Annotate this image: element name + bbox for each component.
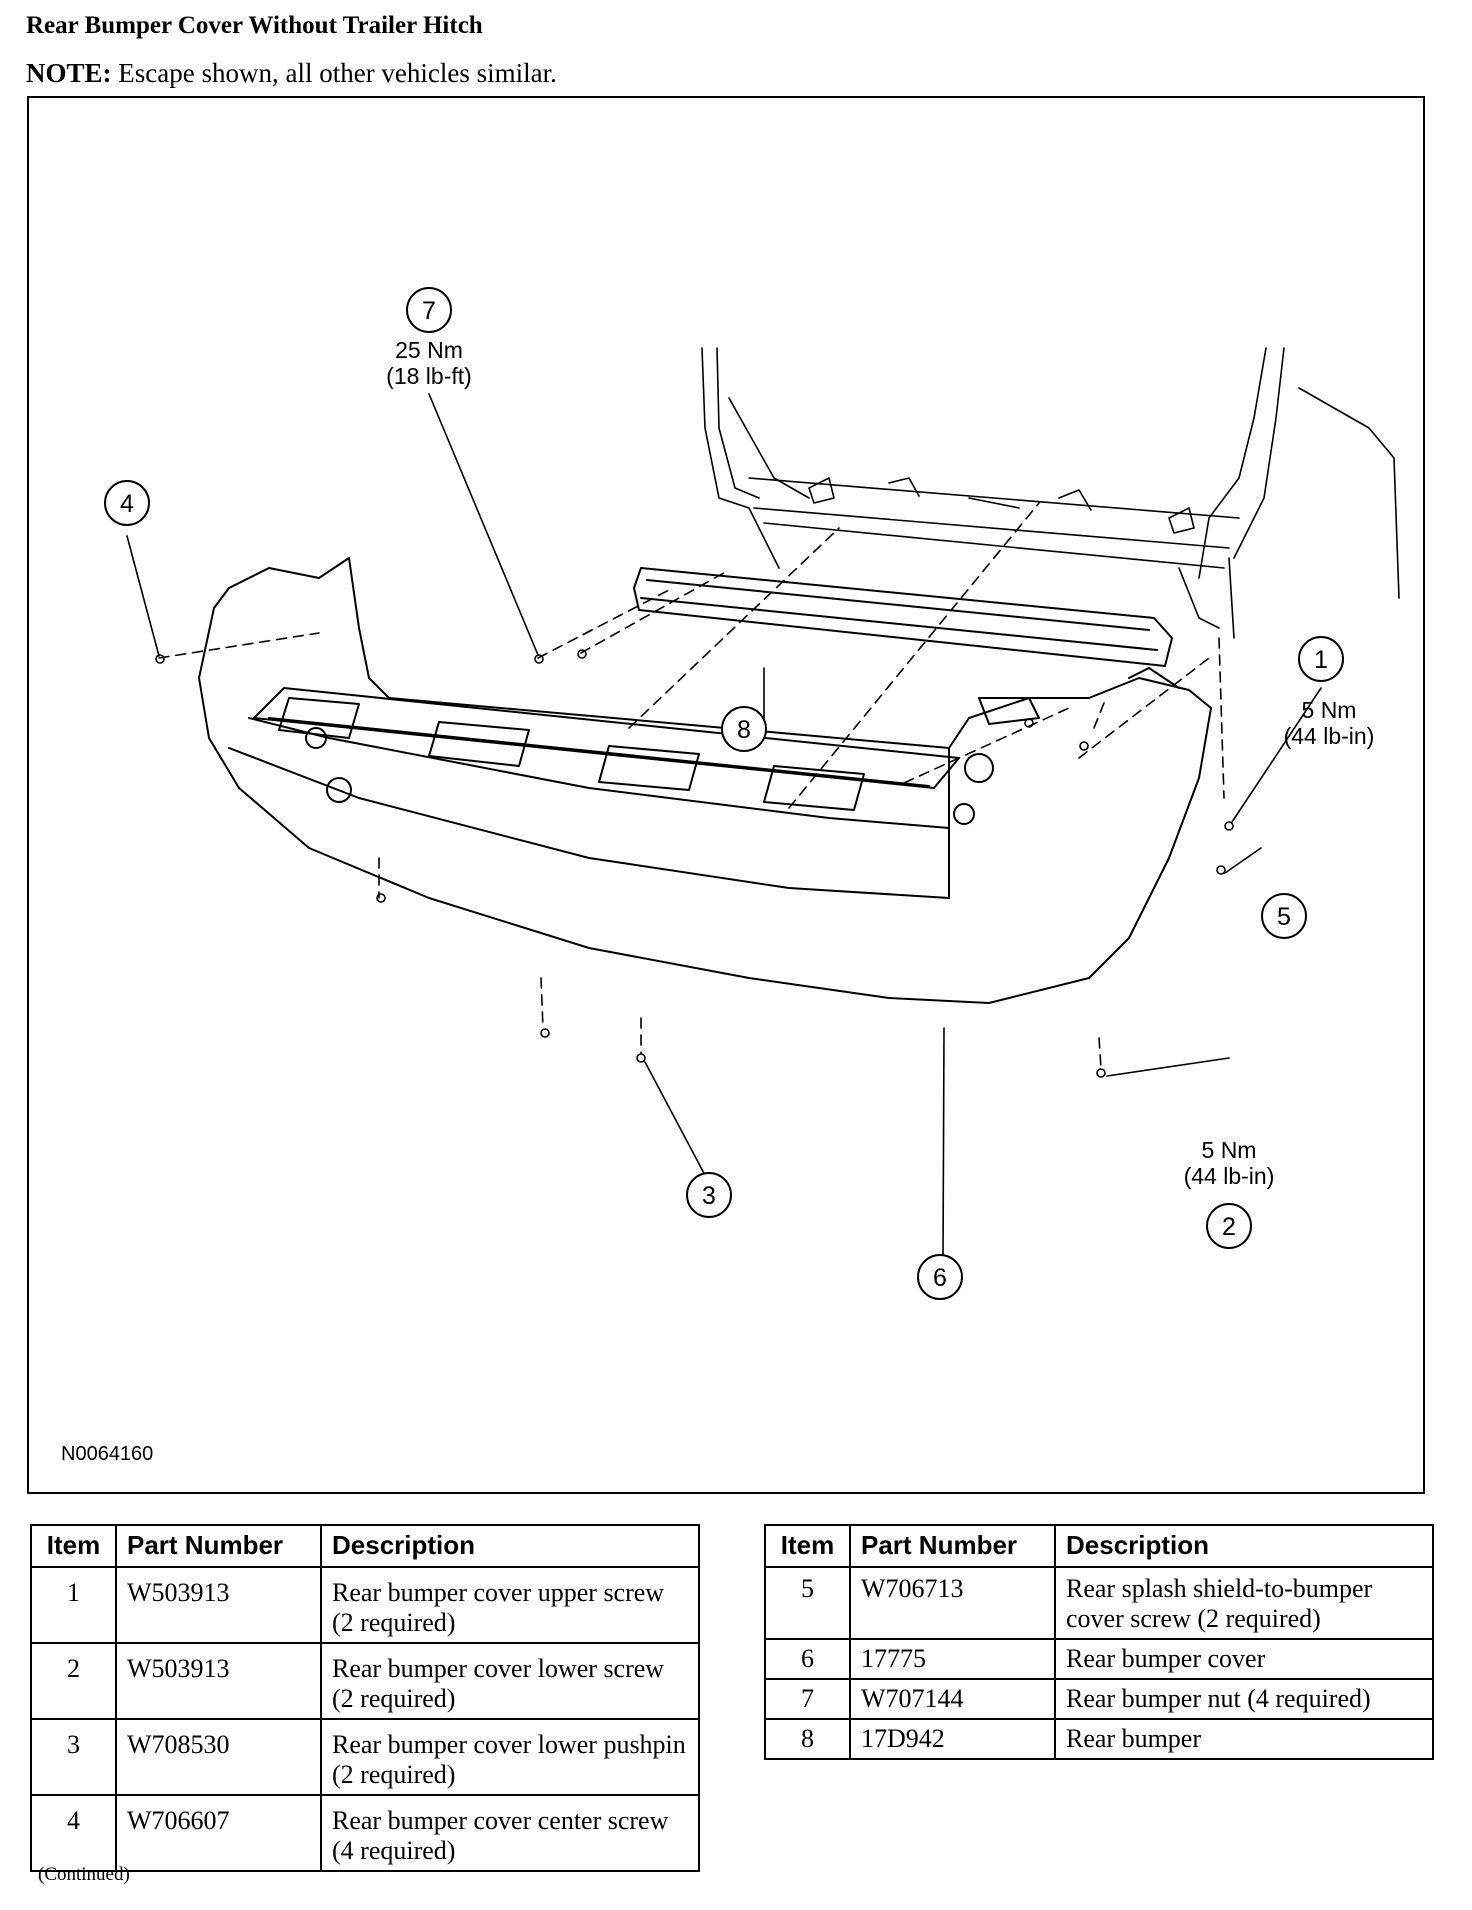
column-header-part-number: Part Number [115, 1524, 322, 1568]
table-row: 2 W503913 Rear bumper cover lower screw … [30, 1642, 700, 1720]
callout-2-torque-alt: (44 lb-in) [1184, 1163, 1275, 1189]
column-header-item: Item [30, 1524, 117, 1568]
exploded-diagram: 1 2 3 4 5 6 7 8 5 Nm (44 lb-in) 5 Nm (44… [27, 96, 1425, 1494]
part-number-cell: W708530 [115, 1718, 322, 1796]
part-number-cell: 17D942 [849, 1718, 1056, 1760]
callout-1-torque: 5 Nm [1302, 697, 1357, 723]
part-number-cell: 17775 [849, 1638, 1056, 1680]
part-number-cell: W706713 [849, 1566, 1056, 1640]
continued-note: (Continued) [38, 1864, 130, 1885]
callout-7-torque-alt: (18 lb-ft) [386, 363, 472, 389]
table-row: 4 W706607 Rear bumper cover center screw… [30, 1794, 700, 1872]
rear-bumper-cover [198, 557, 1212, 1004]
item-cell: 4 [30, 1794, 117, 1872]
item-cell: 1 [30, 1566, 117, 1644]
note-text: Escape shown, all other vehicles similar… [118, 58, 557, 88]
callout-2-torque: 5 Nm [1202, 1137, 1257, 1163]
description-cell: Rear bumper [1054, 1718, 1434, 1760]
fasteners [155, 649, 1234, 1078]
description-cell: Rear bumper cover lower screw (2 require… [320, 1642, 700, 1720]
description-cell: Rear bumper cover upper screw (2 require… [320, 1566, 700, 1644]
parts-table-right: Item Part Number Description 5 W706713 R… [764, 1524, 1434, 1760]
note-label: NOTE: [26, 58, 112, 88]
table-row: 7 W707144 Rear bumper nut (4 required) [764, 1678, 1434, 1720]
column-header-description: Description [1054, 1524, 1434, 1568]
callout-1-number: 1 [1314, 646, 1328, 674]
part-number-cell: W707144 [849, 1678, 1056, 1720]
part-number-cell: W503913 [115, 1642, 322, 1720]
fastener-paths [158, 502, 1225, 1069]
parts-table-left: Item Part Number Description 1 W503913 R… [30, 1524, 700, 1872]
callout-4-number: 4 [120, 490, 134, 518]
vehicle-body-frame [701, 347, 1400, 639]
part-number-cell: W706607 [115, 1794, 322, 1872]
description-cell: Rear bumper cover lower pushpin (2 requi… [320, 1718, 700, 1796]
callout-markers [104, 287, 1344, 1300]
table-header-row: Item Part Number Description [764, 1524, 1434, 1568]
callout-7-number: 7 [422, 297, 436, 325]
callout-3-number: 3 [702, 1182, 716, 1210]
item-cell: 5 [764, 1566, 851, 1640]
callout-2-number: 2 [1222, 1213, 1236, 1241]
callout-7-torque: 25 Nm [395, 337, 463, 363]
callout-8-number: 8 [737, 716, 751, 744]
column-header-description: Description [320, 1524, 700, 1568]
column-header-part-number: Part Number [849, 1524, 1056, 1568]
description-cell: Rear bumper nut (4 required) [1054, 1678, 1434, 1720]
note-line: NOTE: Escape shown, all other vehicles s… [26, 58, 557, 89]
callout-leaders [126, 393, 1322, 1262]
description-cell: Rear bumper cover center screw (4 requir… [320, 1794, 700, 1872]
figure-id: N0064160 [61, 1443, 154, 1465]
page-title: Rear Bumper Cover Without Trailer Hitch [26, 12, 483, 39]
item-cell: 8 [764, 1718, 851, 1760]
table-row: 3 W708530 Rear bumper cover lower pushpi… [30, 1718, 700, 1796]
item-cell: 7 [764, 1678, 851, 1720]
description-cell: Rear splash shield-to-bumper cover screw… [1054, 1566, 1434, 1640]
table-row: 1 W503913 Rear bumper cover upper screw … [30, 1566, 700, 1644]
item-cell: 6 [764, 1638, 851, 1680]
callout-5-number: 5 [1277, 903, 1291, 931]
bumper-illustration: 1 2 3 4 5 6 7 8 5 Nm (44 lb-in) 5 Nm (44… [104, 287, 1400, 1300]
part-number-cell: W503913 [115, 1566, 322, 1644]
table-row: 8 17D942 Rear bumper [764, 1718, 1434, 1760]
item-cell: 3 [30, 1718, 117, 1796]
table-header-row: Item Part Number Description [30, 1524, 700, 1568]
table-row: 5 W706713 Rear splash shield-to-bumper c… [764, 1566, 1434, 1640]
column-header-item: Item [764, 1524, 851, 1568]
rear-bumper-beam [633, 567, 1173, 667]
callout-6-number: 6 [933, 1264, 947, 1292]
item-cell: 2 [30, 1642, 117, 1720]
table-row: 6 17775 Rear bumper cover [764, 1638, 1434, 1680]
callout-1-torque-alt: (44 lb-in) [1284, 723, 1375, 749]
description-cell: Rear bumper cover [1054, 1638, 1434, 1680]
